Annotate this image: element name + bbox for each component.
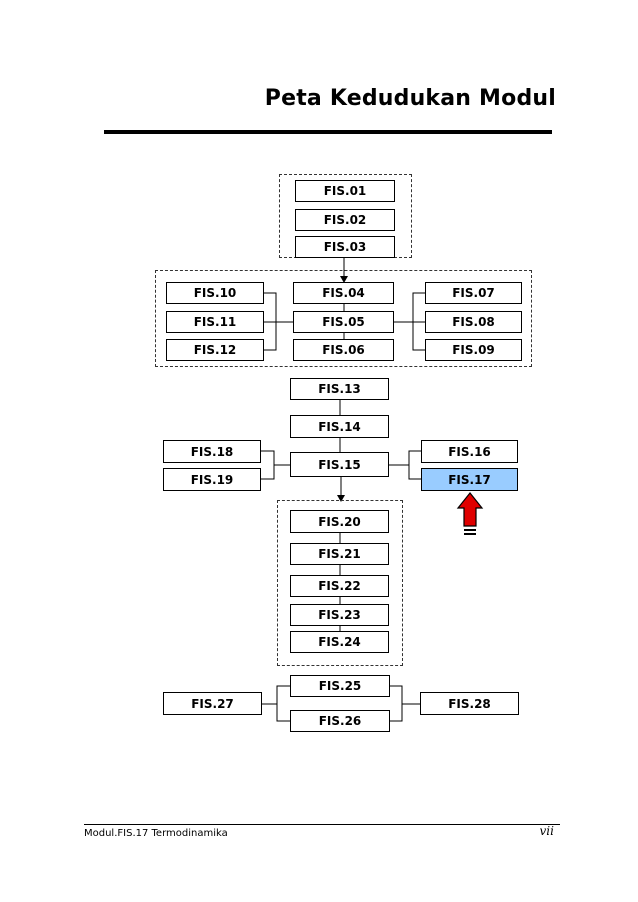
module-fis25: FIS.25 — [290, 675, 390, 697]
module-fis19: FIS.19 — [163, 468, 261, 491]
module-fis03: FIS.03 — [295, 236, 395, 258]
module-fis01: FIS.01 — [295, 180, 395, 202]
module-fis27: FIS.27 — [163, 692, 262, 715]
module-fis28: FIS.28 — [420, 692, 519, 715]
footer-page-number: vii — [539, 824, 554, 838]
module-fis18: FIS.18 — [163, 440, 261, 463]
module-fis24: FIS.24 — [290, 631, 389, 653]
group-advanced — [277, 500, 403, 666]
module-fis23: FIS.23 — [290, 604, 389, 626]
module-fis17-current: FIS.17 — [421, 468, 518, 491]
module-fis02: FIS.02 — [295, 209, 395, 231]
module-fis26: FIS.26 — [290, 710, 390, 732]
footer-rule — [84, 824, 560, 825]
page-title: Peta Kedudukan Modul — [264, 86, 556, 111]
module-fis08: FIS.08 — [425, 311, 522, 333]
module-fis06: FIS.06 — [293, 339, 394, 361]
footer-module-name: Modul.FIS.17 Termodinamika — [84, 828, 228, 839]
module-fis20: FIS.20 — [290, 510, 389, 533]
module-fis10: FIS.10 — [166, 282, 264, 304]
module-fis09: FIS.09 — [425, 339, 522, 361]
group-core — [155, 270, 532, 367]
module-fis14: FIS.14 — [290, 415, 389, 438]
module-fis12: FIS.12 — [166, 339, 264, 361]
module-fis11: FIS.11 — [166, 311, 264, 333]
module-fis05: FIS.05 — [293, 311, 394, 333]
current-module-arrow-icon — [456, 492, 484, 535]
module-fis16: FIS.16 — [421, 440, 518, 463]
module-fis07: FIS.07 — [425, 282, 522, 304]
module-fis22: FIS.22 — [290, 575, 389, 597]
module-fis15: FIS.15 — [290, 452, 389, 477]
module-fis13: FIS.13 — [290, 378, 389, 400]
module-fis21: FIS.21 — [290, 543, 389, 565]
title-rule — [104, 130, 552, 134]
down-arrow-icon — [340, 276, 348, 283]
module-fis04: FIS.04 — [293, 282, 394, 304]
down-arrow-icon-2 — [337, 495, 345, 502]
